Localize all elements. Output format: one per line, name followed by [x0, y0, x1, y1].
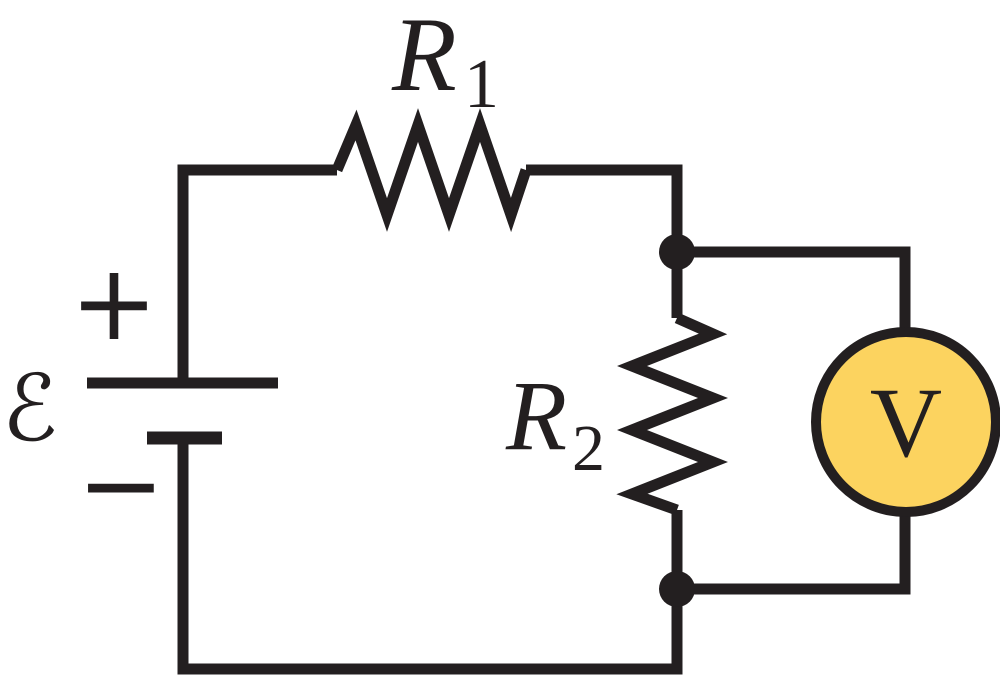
resistor-r2-label: R 2: [505, 360, 605, 485]
wire-bottom-and-left-lower: [177, 438, 683, 675]
plus-sign: +: [70, 242, 158, 364]
junction-dot-bottom: [659, 571, 695, 607]
voltmeter-wire-bottom: [677, 511, 911, 595]
voltmeter-wire-top: [677, 246, 911, 333]
resistor-r1-zigzag: [331, 108, 532, 233]
minus-sign: −: [77, 424, 165, 546]
voltmeter-label: V: [870, 367, 942, 478]
wire-left-and-top-left: [177, 164, 337, 383]
resistor-r1-label: R 1: [391, 0, 499, 123]
emf-label: ℰ: [2, 355, 58, 462]
r2-label-subscript: 2: [572, 412, 605, 485]
junction-dot-top: [659, 234, 695, 270]
r1-label-subscript: 1: [464, 46, 499, 123]
voltmeter-circle: [811, 327, 1000, 517]
r2-label-base: R: [505, 360, 567, 471]
wire-top-right: [526, 164, 683, 252]
resistor-r2-zigzag: [616, 312, 728, 516]
r1-label-base: R: [391, 0, 457, 113]
